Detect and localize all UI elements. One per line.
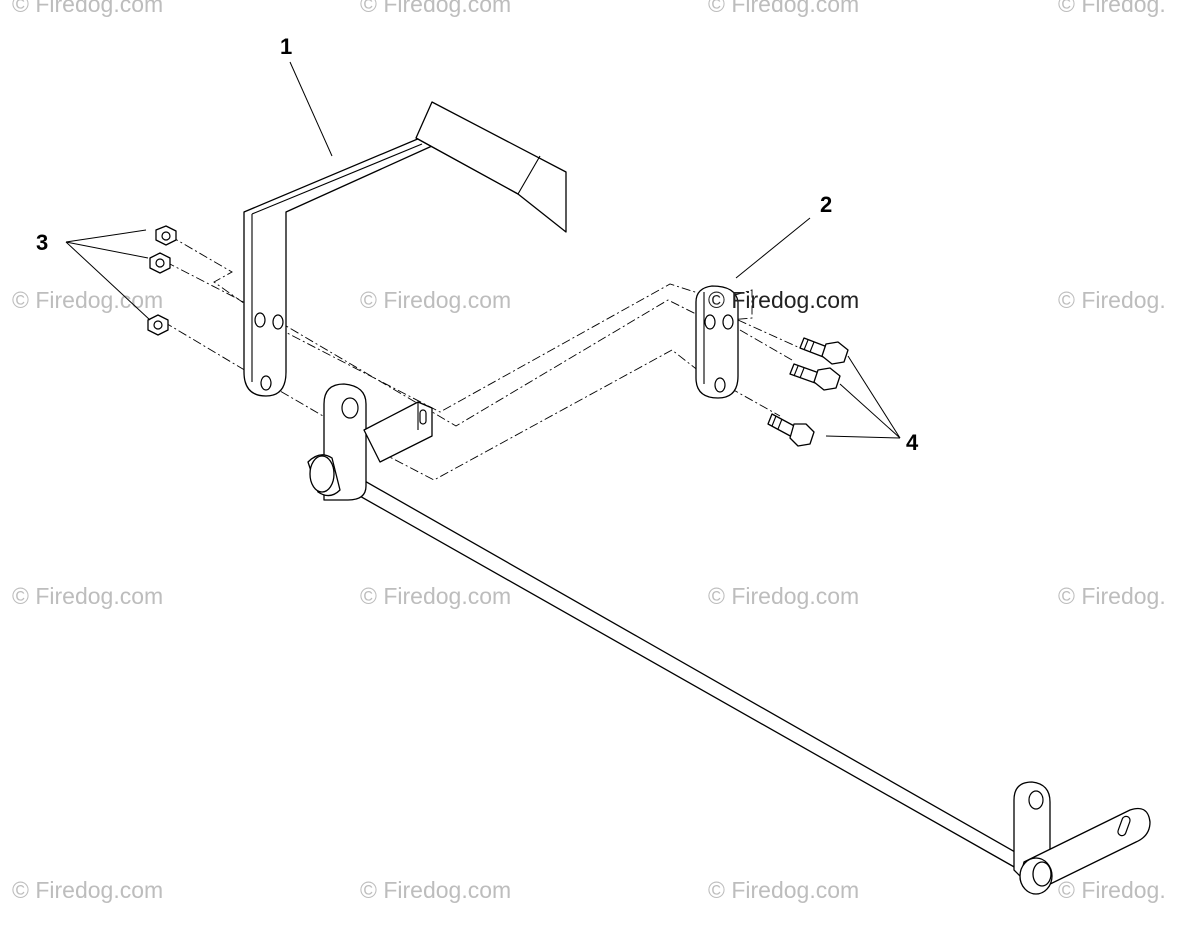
leader-lines bbox=[65, 61, 901, 439]
hex-bolt bbox=[799, 337, 849, 365]
watermark: © Firedog.com bbox=[360, 0, 511, 17]
watermark: © Firedog.com bbox=[12, 583, 163, 609]
watermark: © Firedog.com bbox=[708, 583, 859, 609]
hex-bolt bbox=[767, 413, 815, 447]
watermark: © Firedog. bbox=[1058, 877, 1166, 903]
watermark: © Firedog. bbox=[1058, 287, 1166, 313]
watermark: © Firedog. bbox=[1058, 0, 1166, 17]
part-3-hex-nuts bbox=[147, 225, 177, 336]
watermark: © Firedog.com bbox=[360, 877, 511, 903]
part-4-hex-bolts bbox=[767, 337, 849, 447]
watermark: © Firedog.com bbox=[708, 0, 859, 17]
watermark: © Firedog.com bbox=[708, 877, 859, 903]
callout-labels: 1 2 3 4 bbox=[36, 34, 919, 455]
watermark-dark: © Firedog.com bbox=[708, 287, 859, 313]
callout-2: 2 bbox=[820, 192, 832, 217]
callout-4: 4 bbox=[906, 430, 919, 455]
watermark: © Firedog. bbox=[1058, 583, 1166, 609]
watermark: © Firedog.com bbox=[12, 287, 163, 313]
hex-bolt bbox=[789, 363, 841, 391]
part-2-link-plate bbox=[695, 285, 739, 399]
callout-1: 1 bbox=[280, 34, 292, 59]
watermark: © Firedog.com bbox=[12, 877, 163, 903]
cross-shaft bbox=[307, 383, 1151, 895]
watermark: © Firedog.com bbox=[12, 0, 163, 17]
part-1-pedal-arm bbox=[243, 101, 567, 397]
watermarks: © Firedog.com © Firedog.com © Firedog.co… bbox=[12, 0, 1166, 903]
watermark: © Firedog.com bbox=[360, 287, 511, 313]
watermark: © Firedog.com bbox=[360, 583, 511, 609]
callout-3: 3 bbox=[36, 230, 48, 255]
